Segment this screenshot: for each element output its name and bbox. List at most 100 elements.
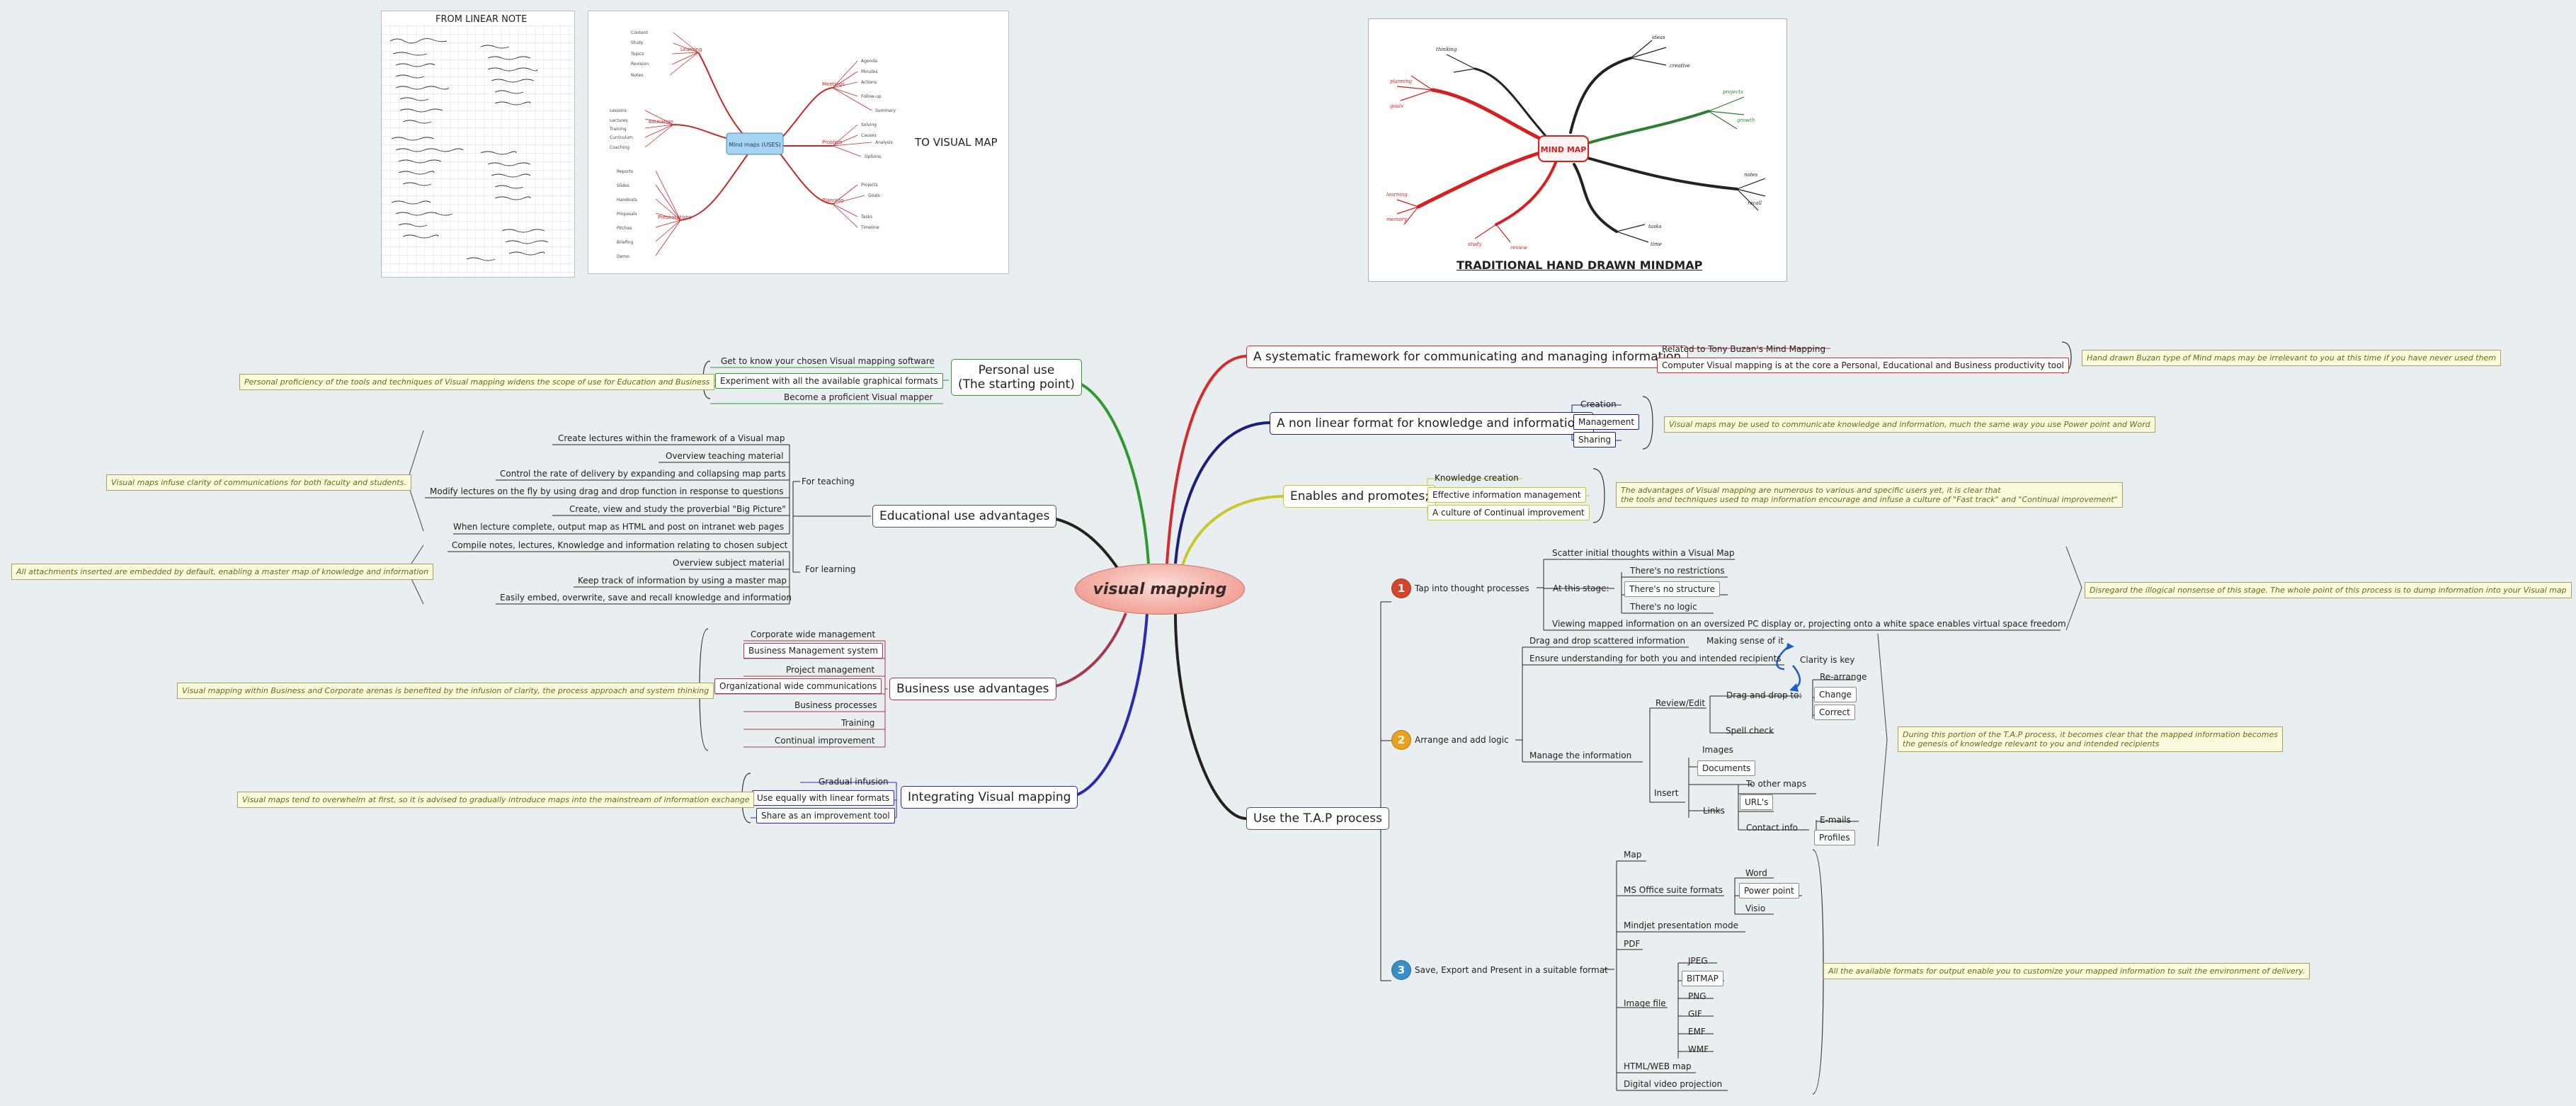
teaching-item[interactable]: Overview teaching material [666, 451, 784, 461]
step-3-image-item[interactable]: EMF [1688, 1027, 1706, 1037]
step-3-pdf[interactable]: PDF [1624, 939, 1641, 949]
step-1-viewing[interactable]: Viewing mapped information on an oversiz… [1552, 619, 2066, 629]
step-2-links[interactable]: Links [1703, 806, 1725, 816]
svg-text:Causes: Causes [861, 133, 877, 138]
learning-item[interactable]: Keep track of information by using a mas… [578, 576, 787, 586]
step-3-image-item[interactable]: GIF [1688, 1009, 1702, 1019]
step-2-contact-item[interactable]: E-mails [1820, 815, 1851, 825]
step-2-dragto[interactable]: Drag and drop to: [1726, 690, 1802, 700]
step-3-ms[interactable]: MS Office suite formats [1624, 885, 1723, 895]
learning-item[interactable]: Compile notes, lectures, Knowledge and i… [452, 540, 788, 550]
step-3-ms-item[interactable]: Power point [1739, 883, 1799, 899]
topic-nonlinear[interactable]: A non linear format for knowledge and in… [1270, 412, 1594, 435]
topic-enables[interactable]: Enables and promotes; [1283, 485, 1437, 508]
svg-text:Revision: Revision [631, 62, 649, 67]
step-2-contact[interactable]: Contact info [1746, 823, 1799, 833]
step-3-image-item[interactable]: PNG [1688, 991, 1706, 1001]
svg-text:Follow-up: Follow-up [861, 94, 882, 99]
step-3-imagefile[interactable]: Image file [1624, 998, 1666, 1008]
step-2-clarity[interactable]: Clarity is key [1800, 655, 1855, 665]
integrating-item[interactable]: Share as an improvement tool [756, 808, 895, 823]
teaching-item[interactable]: Create lectures within the framework of … [558, 433, 785, 443]
topic-educational-use[interactable]: Educational use advantages [872, 505, 1057, 528]
step-2-ensure[interactable]: Ensure understanding for both you and in… [1529, 654, 1782, 663]
nonlinear-item[interactable]: Sharing [1573, 432, 1617, 447]
step-2-sense[interactable]: Making sense of it [1706, 636, 1784, 646]
teaching-item[interactable]: Create, view and study the proverbial "B… [569, 504, 786, 514]
step-2-manage[interactable]: Manage the information [1529, 751, 1632, 760]
business-item[interactable]: Business Management system [743, 643, 883, 659]
topic-tap-process[interactable]: Use the T.A.P process [1246, 807, 1389, 830]
teaching-item[interactable]: When lecture complete, output map as HTM… [453, 522, 785, 532]
business-item[interactable]: Organizational wide communications [714, 678, 882, 694]
svg-text:tasks: tasks [1648, 224, 1662, 229]
framework-item[interactable]: Computer Visual mapping is at the core a… [1657, 358, 2069, 373]
svg-text:Tasks: Tasks [860, 215, 872, 220]
framework-item[interactable]: Related to Tony Buzan's Mind Mapping [1662, 344, 1826, 354]
root-topic[interactable]: visual mapping [1075, 564, 1245, 615]
step-1-scatter[interactable]: Scatter initial thoughts within a Visual… [1552, 548, 1735, 558]
svg-text:Topics: Topics [630, 52, 644, 57]
svg-text:Training: Training [609, 127, 627, 132]
step-3-html[interactable]: HTML/WEB map [1624, 1061, 1692, 1071]
step-2-spell[interactable]: Spell check [1726, 726, 1774, 736]
business-item[interactable]: Continual improvement [775, 736, 875, 746]
step-2-contact-item[interactable]: Profiles [1814, 830, 1855, 845]
step-1-stage-label[interactable]: At this stage: [1553, 583, 1609, 593]
step-2-insert[interactable]: Insert [1654, 788, 1679, 798]
svg-text:notes: notes [1744, 172, 1758, 178]
branch-enables [1181, 495, 1284, 566]
enables-item[interactable]: Knowledge creation [1435, 473, 1519, 483]
svg-text:Study: Study [631, 40, 644, 45]
step-3-image-item[interactable]: WMF [1688, 1044, 1709, 1054]
topic-personal-use[interactable]: Personal use (The starting point) [951, 359, 1082, 396]
step-2-images[interactable]: Images [1702, 745, 1733, 755]
topic-framework[interactable]: A systematic framework for communicating… [1246, 346, 1689, 368]
step-3-ms-item[interactable]: Word [1745, 868, 1767, 878]
nonlinear-item[interactable]: Creation [1580, 399, 1617, 409]
topic-business-use[interactable]: Business use advantages [889, 678, 1056, 700]
svg-text:Curriculum: Curriculum [610, 135, 633, 140]
teaching-item[interactable]: Modify lectures on the fly by using drag… [430, 486, 784, 496]
enables-item[interactable]: A culture of Continual improvement [1427, 505, 1590, 520]
step-2-documents[interactable]: Documents [1697, 760, 1756, 776]
step-2-label[interactable]: Arrange and add logic [1415, 735, 1509, 745]
step-2-links-item[interactable]: URL's [1740, 794, 1774, 810]
personal-item[interactable]: Get to know your chosen Visual mapping s… [721, 356, 935, 366]
step-3-map[interactable]: Map [1624, 850, 1642, 860]
step-2-review[interactable]: Review/Edit [1655, 698, 1706, 708]
business-item[interactable]: Training [841, 718, 875, 728]
personal-item[interactable]: Experiment with all the available graphi… [715, 373, 943, 389]
step-2-links-item[interactable]: To other maps [1746, 779, 1807, 789]
education-learning-label[interactable]: For learning [805, 564, 856, 574]
step-2-dragto-item[interactable]: Correct [1814, 705, 1855, 720]
step-3-image-item[interactable]: JPEG [1688, 956, 1708, 966]
nonlinear-item[interactable]: Management [1573, 414, 1640, 430]
learning-item[interactable]: Overview subject material [673, 558, 785, 568]
step-1-stage-item[interactable]: There's no logic [1630, 602, 1697, 612]
step-2-drag[interactable]: Drag and drop scattered information [1529, 636, 1686, 646]
step-1-stage-item[interactable]: There's no restrictions [1630, 566, 1725, 576]
topic-integrating[interactable]: Integrating Visual mapping [901, 786, 1078, 809]
enables-item[interactable]: Effective information management [1427, 487, 1586, 503]
integrating-item[interactable]: Gradual infusion [819, 777, 889, 787]
learning-item[interactable]: Easily embed, overwrite, save and recall… [500, 593, 792, 603]
step-1-label[interactable]: Tap into thought processes [1415, 583, 1529, 593]
personal-item[interactable]: Become a proficient Visual mapper [784, 392, 933, 402]
integrating-item[interactable]: Use equally with linear formats [752, 790, 895, 806]
svg-text:review: review [1510, 245, 1527, 251]
step-3-label[interactable]: Save, Export and Present in a suitable f… [1415, 965, 1608, 975]
step-1-stage-item[interactable]: There's no structure [1624, 581, 1720, 597]
business-item[interactable]: Business processes [794, 700, 877, 710]
teaching-item[interactable]: Control the rate of delivery by expandin… [500, 469, 786, 479]
step-2-dragto-item[interactable]: Re-arrange [1820, 672, 1867, 682]
enables-note-line1: The advantages of Visual mapping are num… [1621, 486, 2001, 495]
step-3-ms-item[interactable]: Visio [1745, 903, 1766, 913]
business-item[interactable]: Corporate wide management [751, 629, 876, 639]
step-2-dragto-item[interactable]: Change [1814, 687, 1857, 702]
business-item[interactable]: Project management [786, 665, 875, 675]
step-3-video[interactable]: Digital video projection [1624, 1079, 1723, 1089]
education-teaching-label[interactable]: For teaching [802, 477, 855, 486]
step-3-mindjet[interactable]: Mindjet presentation mode [1624, 920, 1738, 930]
step-3-image-item[interactable]: BITMAP [1682, 971, 1723, 986]
